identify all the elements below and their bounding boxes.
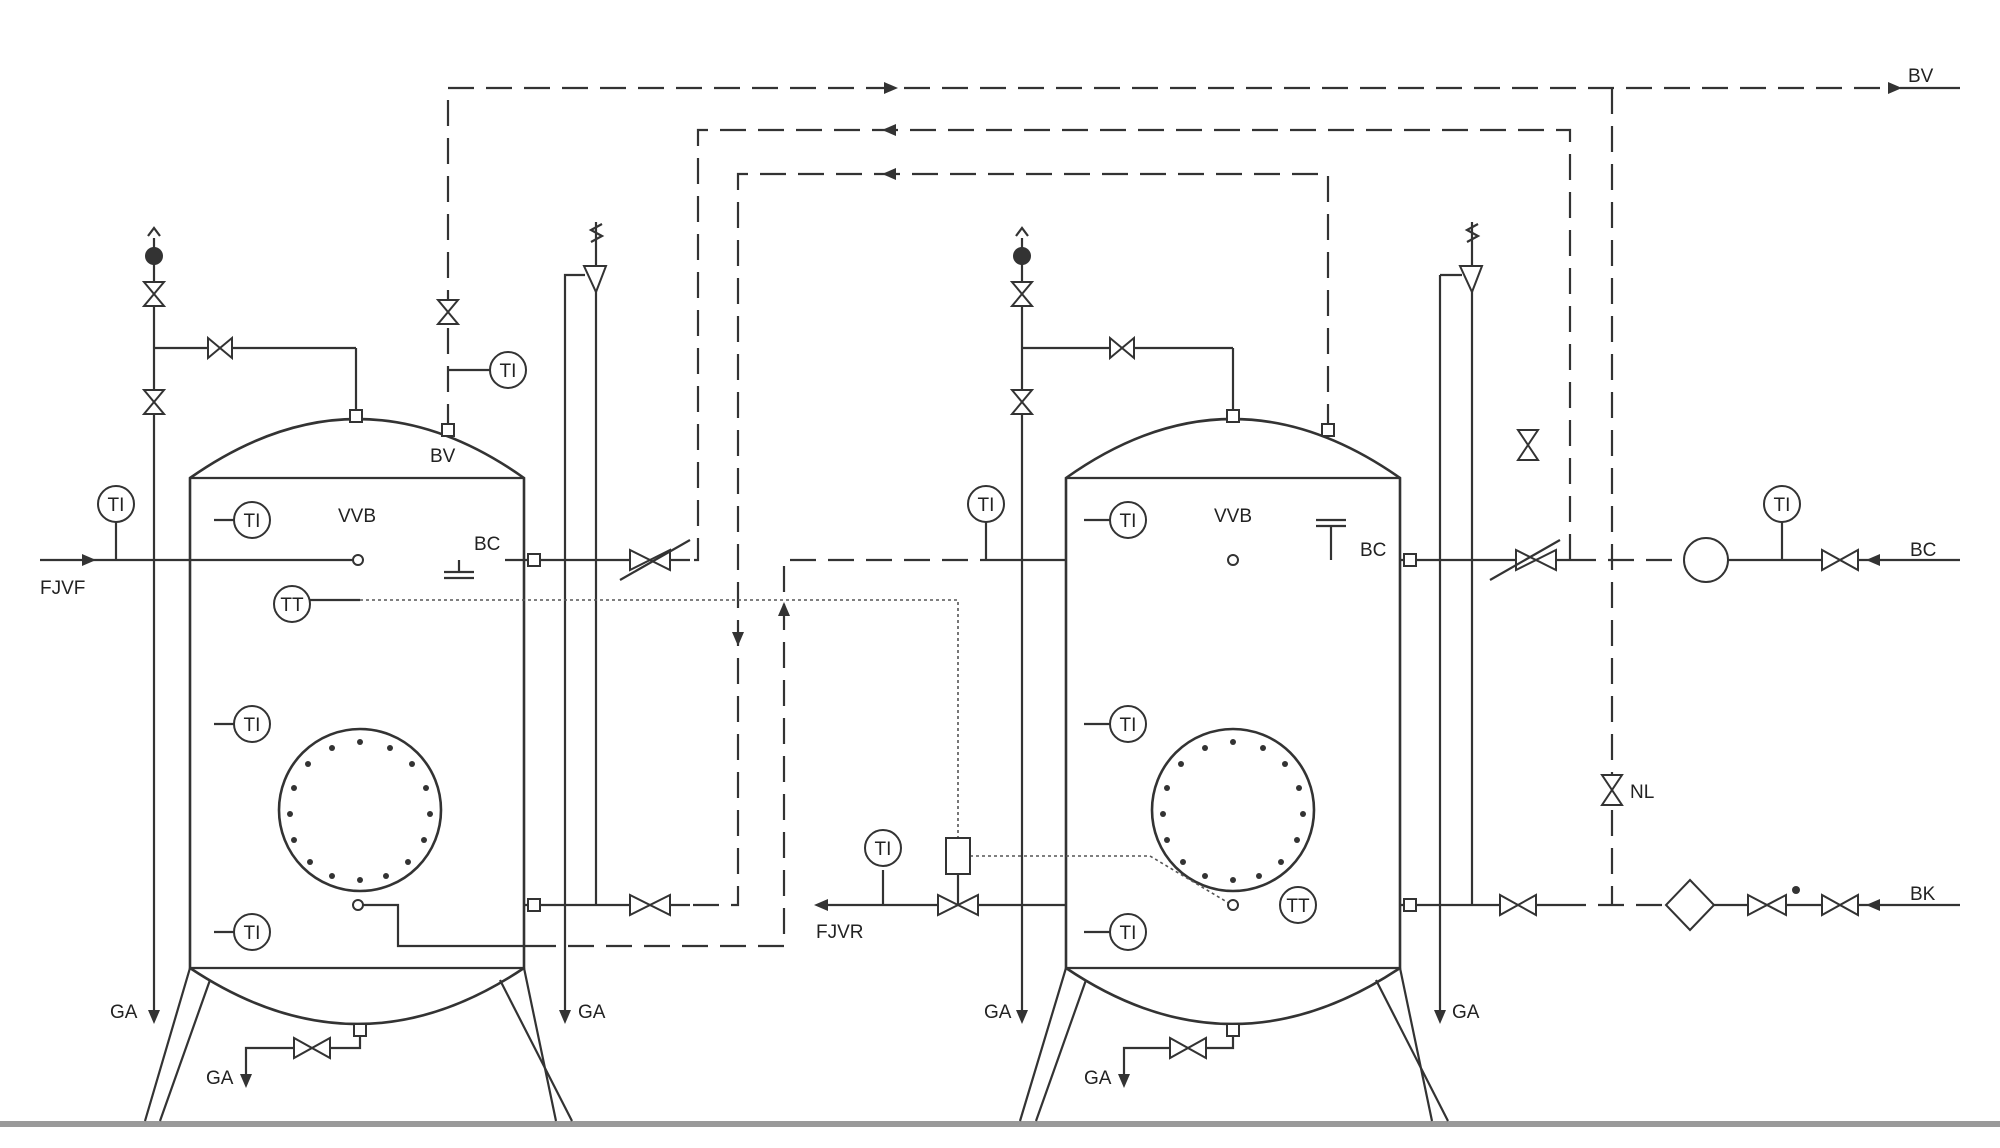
nl-label: NL [1630,782,1654,803]
valve-3[interactable] [207,335,233,361]
solid-piping [40,82,1960,1082]
ti-bc-out[interactable]: TI [1763,485,1801,523]
svg-text:TT: TT [280,595,304,616]
svg-text:TI: TI [978,495,995,516]
tt-v2[interactable]: TT [1279,886,1317,924]
svg-text:TI: TI [1120,511,1137,532]
vessel-1 [143,417,573,1122]
valve-19[interactable] [1821,548,1859,572]
bv-out-label: BV [1908,66,1934,87]
ti-v1-top[interactable]: TI [214,501,271,539]
ga-label-3: GA [206,1068,234,1089]
ga-label-6: GA [1084,1068,1112,1089]
bc-out-label: BC [1910,540,1936,561]
pump[interactable] [1683,537,1729,583]
instruments: TI TI TT TI TI TI TI TI TI TI TI TT TI [97,351,1801,951]
vessel-2 [1018,417,1449,1122]
svg-text:TI: TI [1774,495,1791,516]
valves [141,281,1859,1060]
ti-v1-bottom[interactable]: TI [214,913,271,951]
ga-label-1: GA [110,1002,138,1023]
valve-11[interactable] [1109,335,1135,361]
svg-text:TI: TI [244,923,261,944]
fjvr-label: FJVR [816,922,864,943]
ti-bv[interactable]: TI [448,351,527,389]
svg-text:TI: TI [244,511,261,532]
ground-line [0,1121,2000,1127]
valve-10[interactable] [1009,389,1035,415]
filter[interactable] [1664,878,1716,932]
svg-text:TI: TI [244,715,261,736]
ti-v2-top[interactable]: TI [1084,501,1147,539]
valve-2[interactable] [141,389,167,415]
valve-17[interactable] [1747,893,1787,917]
svg-text:TI: TI [108,495,125,516]
fjvf-label: FJVF [40,578,85,599]
valve-1[interactable] [141,281,167,307]
ga-label-2: GA [578,1002,606,1023]
ti-fjvf[interactable]: TI [97,485,135,523]
valve-14[interactable] [1499,893,1537,917]
signal-lines [360,599,1233,906]
ga-label-5: GA [1452,1002,1480,1023]
labels: VVB BC BV VVB BC BV BC BK FJVF FJVR NL G… [40,66,1936,1089]
svg-text:TI: TI [875,839,892,860]
dashed-piping [446,82,1890,948]
ti-v2-mid[interactable]: TI [1084,705,1147,743]
valve-18[interactable] [1821,893,1859,917]
valve-4[interactable] [435,299,461,325]
vessel-2-bc-label: BC [1360,540,1386,561]
valve-15[interactable] [1169,1036,1207,1060]
ti-v2-bottom[interactable]: TI [1084,913,1147,951]
valve-12[interactable] [1515,548,1557,572]
ti-v2-inlet[interactable]: TI [967,485,1005,523]
ti-v1-mid[interactable]: TI [214,705,271,743]
valve-8[interactable] [293,1036,331,1060]
bk-in-label: BK [1910,884,1936,905]
valve-6[interactable] [629,893,671,917]
svg-text:TI: TI [500,361,517,382]
svg-text:TI: TI [1120,923,1137,944]
tt-v1[interactable]: TT [273,585,311,623]
valve-9[interactable] [1009,281,1035,307]
vessel-2-label: VVB [1214,506,1252,527]
valve-5[interactable] [629,548,671,572]
svg-text:TT: TT [1286,896,1310,917]
vessel-1-label: VVB [338,506,376,527]
vessel-1-bc-label: BC [474,534,500,555]
valve-16[interactable] [1600,774,1624,806]
svg-text:TI: TI [1120,715,1137,736]
ti-fjvr[interactable]: TI [864,829,902,867]
valve-13[interactable] [1516,429,1540,461]
vessel-1-bv-label: BV [430,446,456,467]
ga-label-4: GA [984,1002,1012,1023]
